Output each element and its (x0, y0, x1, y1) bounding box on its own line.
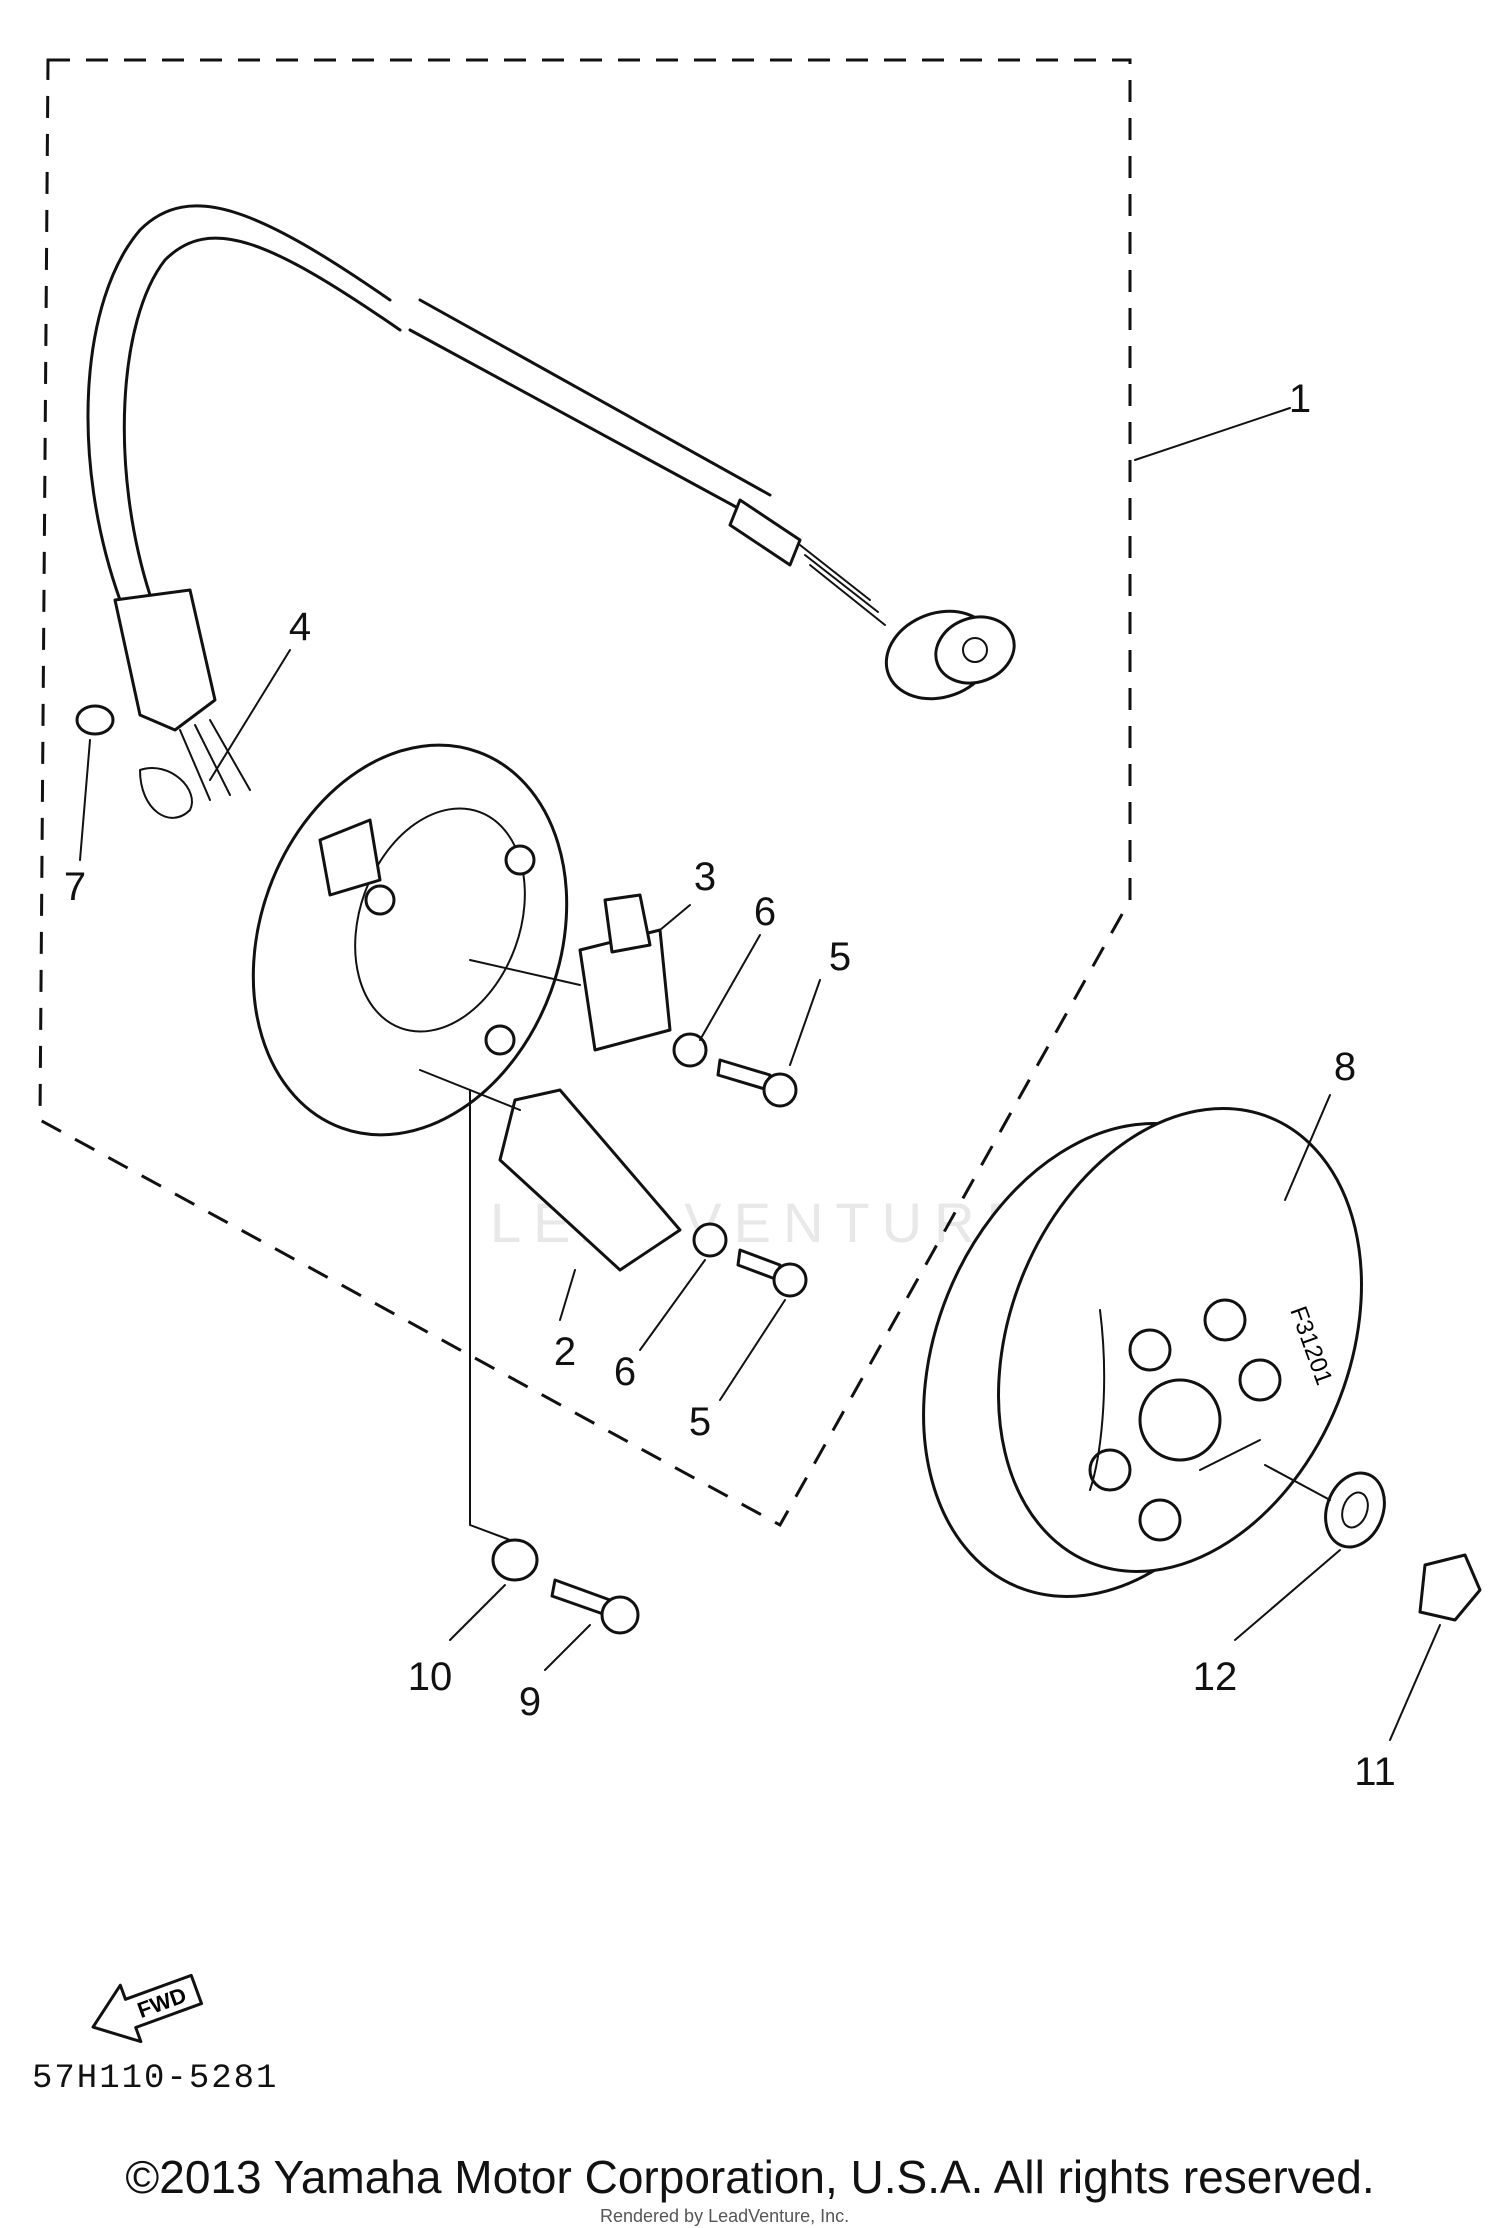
copyright-notice: ©2013 Yamaha Motor Corporation, U.S.A. A… (125, 2151, 1375, 2203)
small-hardware (75, 704, 808, 1635)
figure-code: 57H110-5281 (32, 2060, 279, 2098)
callout-8: 8 (1334, 1045, 1356, 1089)
callout-7: 7 (64, 865, 86, 909)
callout-6-lower: 6 (614, 1350, 636, 1394)
wire-harness (86, 204, 1016, 801)
callout-11: 11 (1354, 1750, 1396, 1794)
spacer-and-nut (1264, 1464, 1482, 1622)
pulser-coil (469, 893, 672, 1052)
callout-5-upper: 5 (829, 935, 851, 979)
fwd-arrow-icon: FWD (91, 1973, 204, 2044)
callout-2: 2 (554, 1330, 576, 1374)
callout-1: 1 (1289, 377, 1311, 421)
watermark-credit: Rendered by LeadVenture, Inc. (600, 2206, 850, 2226)
callout-12: 12 (1193, 1655, 1238, 1699)
callout-9: 9 (519, 1680, 541, 1724)
callout-3: 3 (694, 855, 716, 899)
callout-6-upper: 6 (754, 890, 776, 934)
flywheel-magneto: F31201 (922, 1107, 1363, 1598)
assembly-boundary (38, 58, 1132, 1528)
callout-5-lower: 5 (689, 1400, 711, 1444)
callouts: 1 2 3 4 5 6 5 6 7 8 9 10 11 12 (64, 377, 1396, 1794)
leader-lines (79, 407, 1441, 1741)
callout-10: 10 (408, 1655, 453, 1699)
callout-4: 4 (289, 605, 311, 649)
stator-plate (251, 743, 569, 1137)
